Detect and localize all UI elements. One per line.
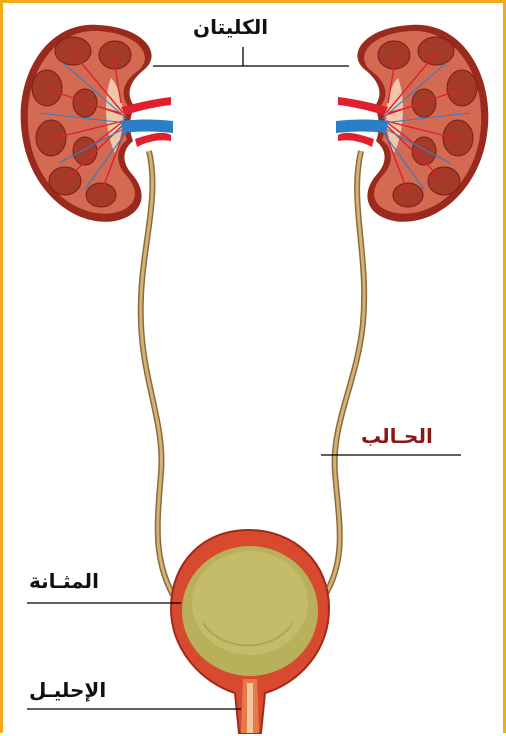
urethra-label: الإحليـل: [29, 680, 106, 700]
right-ureter: [325, 151, 364, 595]
right-renal-artery-lower: [338, 133, 374, 147]
bladder-lumen-highlight: [192, 551, 308, 655]
right-renal-vein: [336, 120, 388, 134]
kidneys-label: الكليتان: [193, 17, 268, 37]
left-renal-artery-lower: [135, 133, 171, 147]
bladder-label: المثـانة: [29, 571, 99, 591]
urethra-lumen: [247, 683, 253, 733]
urinary-system-illustration: [3, 3, 506, 736]
left-renal-vein: [121, 120, 173, 134]
ureter-label: الحـالب: [361, 426, 433, 446]
bladder: [171, 530, 329, 733]
